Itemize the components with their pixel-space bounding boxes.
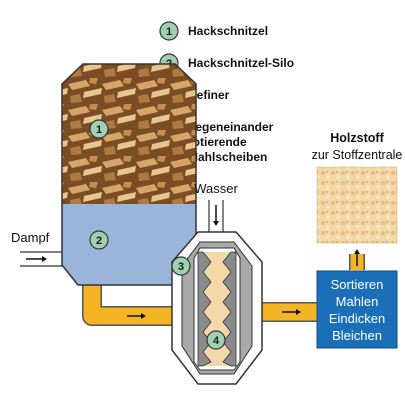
water-label: Wasser xyxy=(194,181,238,196)
process-box: Sortieren Mahlen Eindicken Bleichen xyxy=(316,270,398,349)
flow-arrow-head xyxy=(42,256,47,262)
legend-label: Hackschnitzel xyxy=(188,24,268,38)
legend-item-1: 1 Hackschnitzel xyxy=(159,21,268,41)
legend-label-line: gegeneinander xyxy=(188,120,274,134)
marker-refiner xyxy=(171,256,191,276)
process-step: Mahlen xyxy=(336,294,379,309)
flow-arrow-head xyxy=(213,221,219,226)
legend-label-line: Mahlscheiben xyxy=(188,150,267,164)
product-subtitle: zur Stoffzentrale xyxy=(312,148,403,162)
marker-silo xyxy=(89,230,109,250)
marker-number: 4 xyxy=(213,335,220,347)
legend-marker-number: 1 xyxy=(166,26,172,38)
process-step: Eindicken xyxy=(329,311,385,326)
marker-number: 1 xyxy=(96,124,102,136)
flow-arrow-head xyxy=(141,313,146,319)
grinding-disc-left xyxy=(197,251,212,367)
flow-arrow-head xyxy=(354,249,360,254)
legend-label: Refiner xyxy=(188,88,230,102)
water-inlet: Wasser xyxy=(194,181,238,232)
refiner: 3 4 xyxy=(171,231,263,385)
flow-arrow-head xyxy=(296,309,301,315)
marker-discs xyxy=(206,330,226,350)
product: Holzstoff zur Stoffzentrale xyxy=(312,131,403,270)
marker-number: 2 xyxy=(96,235,102,247)
process-step: Sortieren xyxy=(331,277,384,292)
legend-marker xyxy=(159,21,179,41)
steam-label: Dampf xyxy=(11,230,50,245)
steam-inlet: Dampf xyxy=(11,230,62,267)
wood-chips-fill xyxy=(62,64,196,204)
legend-label: Hackschnitzel-Silo xyxy=(188,56,294,70)
legend-label-line: rotierende xyxy=(188,135,247,149)
pulp-image xyxy=(316,166,398,244)
process-step: Bleichen xyxy=(332,328,382,343)
marker-chips xyxy=(89,119,109,139)
process-box-bg xyxy=(316,270,398,349)
marker-number: 3 xyxy=(178,261,184,273)
grinding-disc-right xyxy=(222,251,237,367)
product-title: Holzstoff xyxy=(330,131,384,145)
